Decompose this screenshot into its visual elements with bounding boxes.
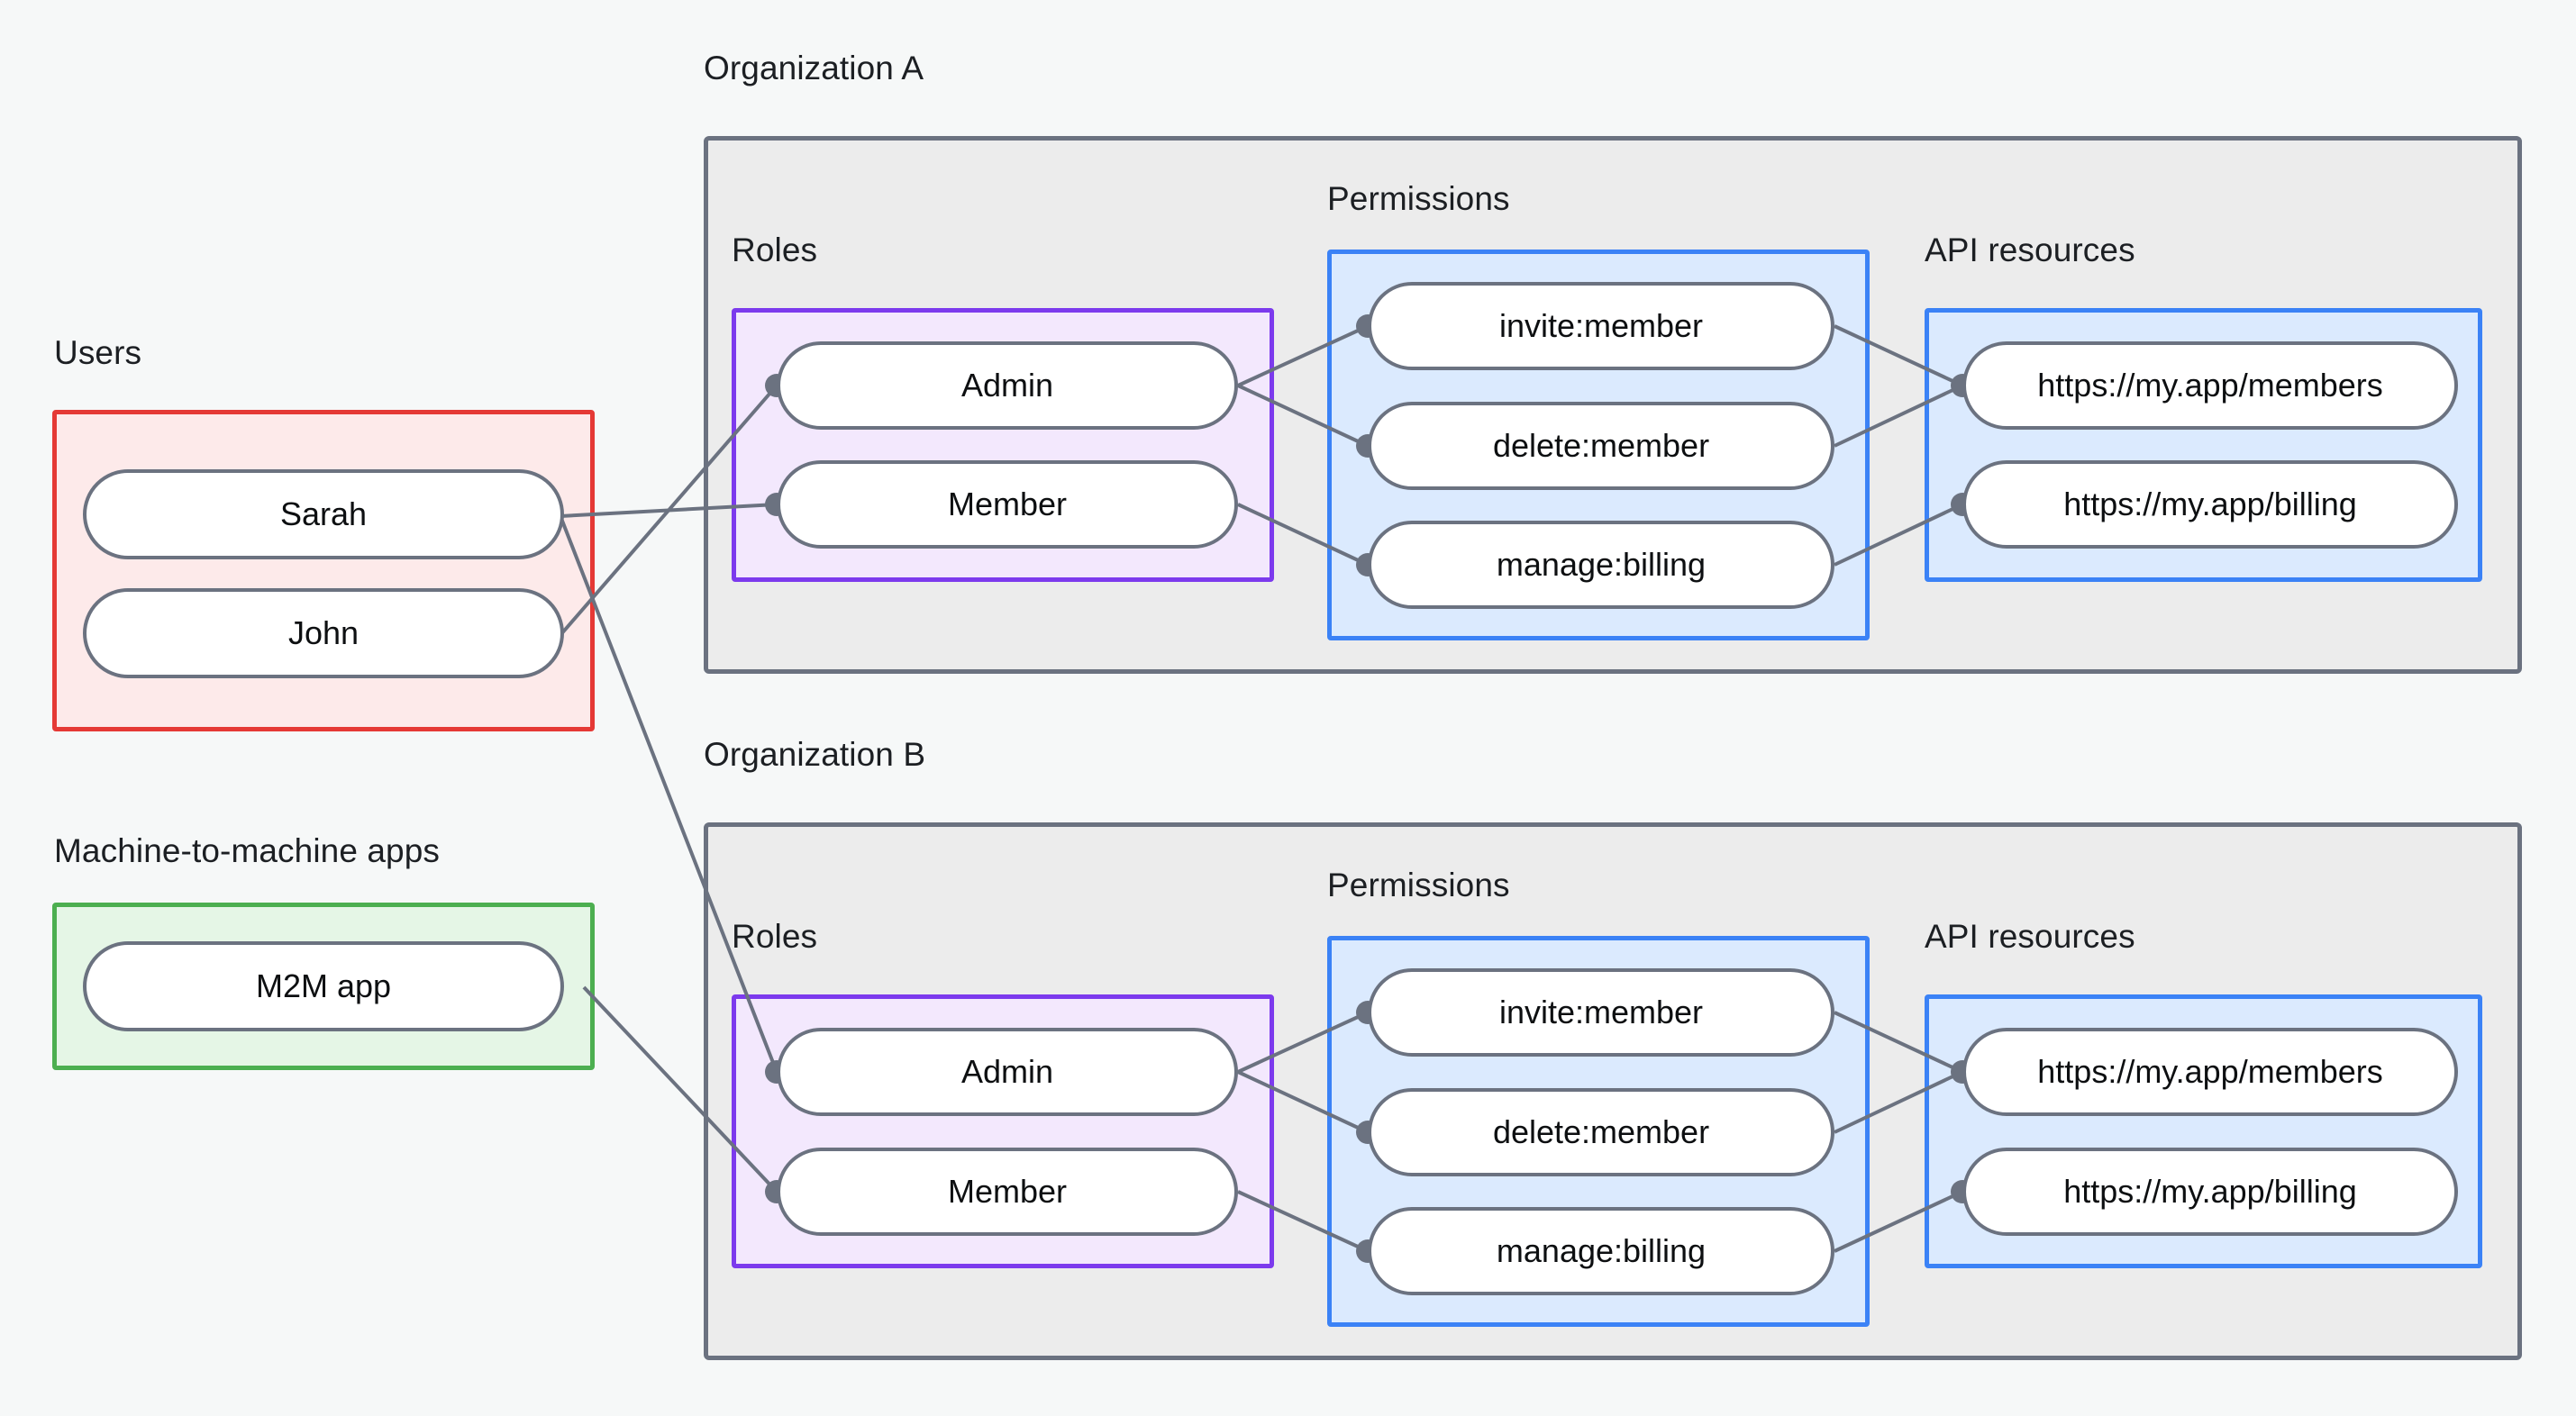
org-a-permissions-label: Permissions [1327, 180, 1510, 217]
org-b-api-resource-pill-members[interactable]: https://my.app/members [1962, 1028, 2458, 1116]
user-pill-john[interactable]: John [83, 588, 564, 678]
org-a-role-pill-admin[interactable]: Admin [777, 341, 1238, 430]
org-b-api-resource-pill-billing[interactable]: https://my.app/billing [1962, 1148, 2458, 1236]
org-b-permission-pill-invite-member[interactable]: invite:member [1368, 968, 1834, 1057]
m2m-app-pill[interactable]: M2M app [83, 941, 564, 1031]
org-b-permissions-label: Permissions [1327, 867, 1510, 903]
users-group [52, 410, 595, 731]
org-a-permission-pill-delete-member[interactable]: delete:member [1368, 402, 1834, 490]
org-b-roles-label: Roles [732, 918, 818, 955]
user-pill-sarah[interactable]: Sarah [83, 469, 564, 559]
org-a-api-resource-pill-billing[interactable]: https://my.app/billing [1962, 460, 2458, 549]
org-a-permission-pill-manage-billing[interactable]: manage:billing [1368, 521, 1834, 609]
org-a-label: Organization A [704, 50, 924, 86]
org-b-permission-pill-manage-billing[interactable]: manage:billing [1368, 1207, 1834, 1295]
org-a-api-resource-pill-members[interactable]: https://my.app/members [1962, 341, 2458, 430]
org-a-roles-label: Roles [732, 231, 818, 268]
org-b-role-pill-member[interactable]: Member [777, 1148, 1238, 1236]
org-a-permission-pill-invite-member[interactable]: invite:member [1368, 282, 1834, 370]
users-label: Users [54, 334, 142, 371]
org-a-api-resources-label: API resources [1925, 231, 2135, 268]
org-b-label: Organization B [704, 736, 926, 773]
org-b-api-resources-label: API resources [1925, 918, 2135, 955]
org-a-role-pill-member[interactable]: Member [777, 460, 1238, 549]
m2m-apps-label: Machine-to-machine apps [54, 832, 441, 869]
org-b-permission-pill-delete-member[interactable]: delete:member [1368, 1088, 1834, 1176]
org-b-role-pill-admin[interactable]: Admin [777, 1028, 1238, 1116]
